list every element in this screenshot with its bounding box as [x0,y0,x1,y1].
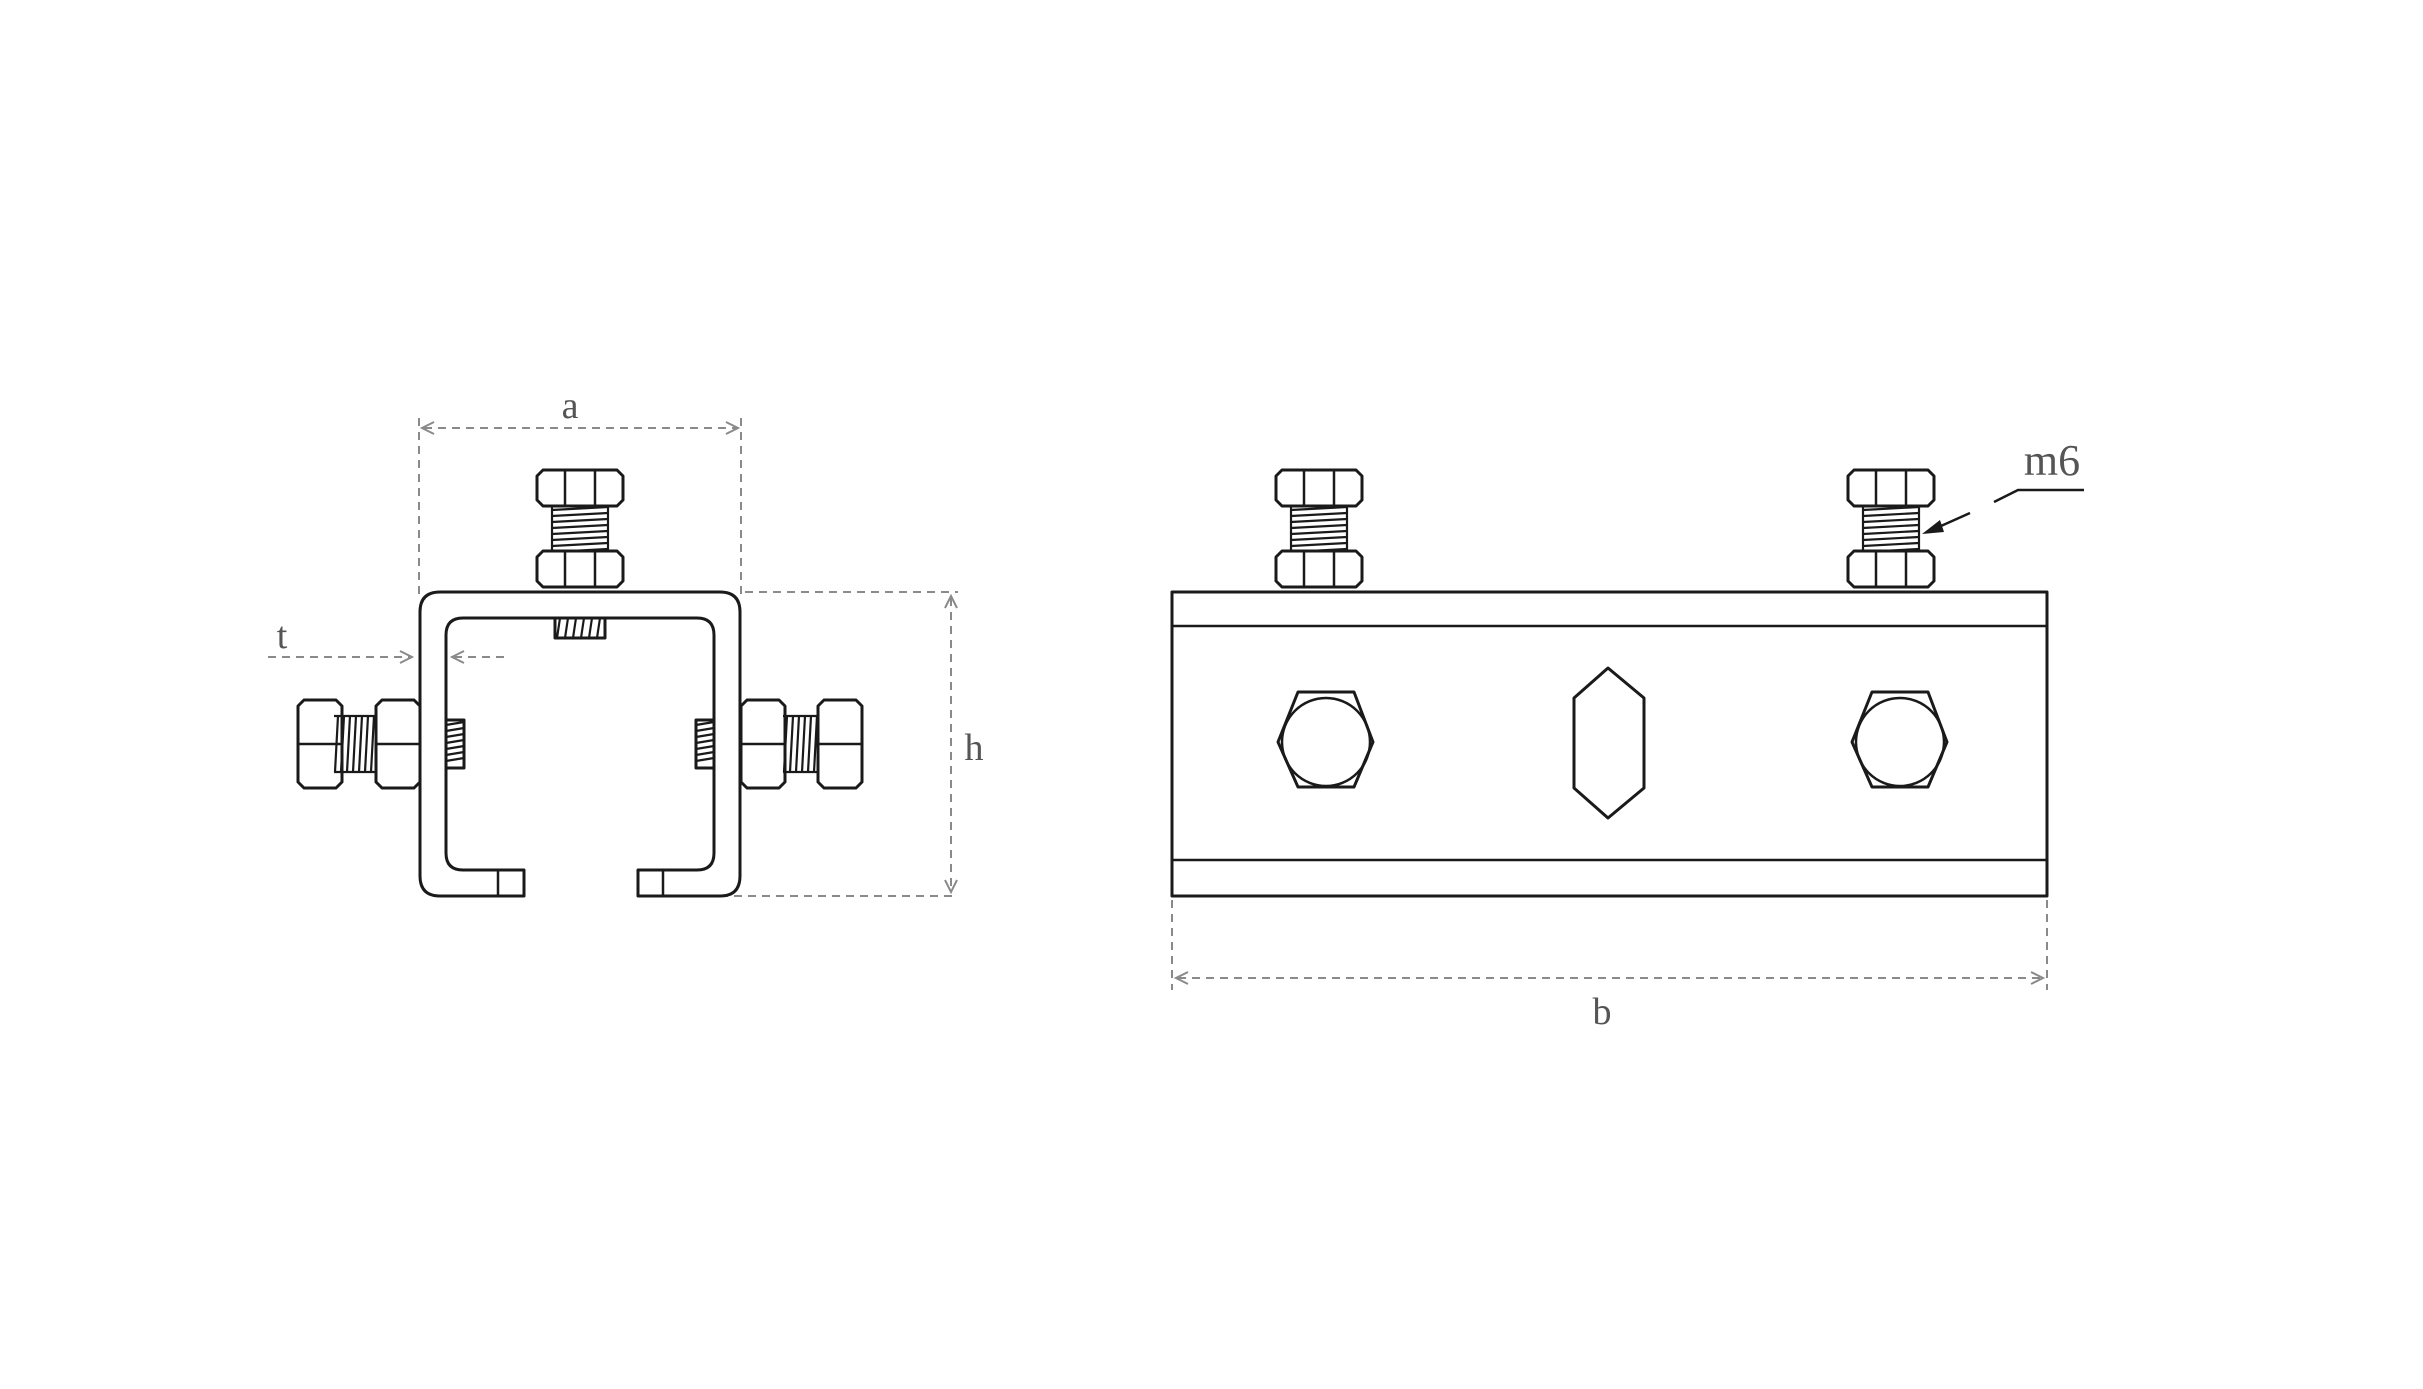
left-bolt [296,698,466,790]
dimension-h: h [720,591,984,897]
right-hex-head [1850,690,1949,789]
side-view: m6 b [1170,436,2084,1033]
side-bolt-right [1846,468,1936,589]
label-b: b [1593,991,1612,1033]
label-thread: m6 [2024,436,2080,485]
right-bolt [694,698,864,790]
top-bolt [535,468,625,640]
dimension-a: a [418,385,742,600]
channel-profile [418,590,742,898]
thread-callout: m6 [1922,436,2084,534]
dimension-t: t [268,615,505,664]
label-a: a [562,385,579,427]
center-slot [1572,666,1646,820]
label-h: h [965,727,984,769]
left-hex-head [1276,690,1375,789]
cross-section-view: a t h [268,385,984,898]
label-t: t [277,615,288,657]
dimension-b: b [1171,900,2048,1033]
side-bolt-left [1274,468,1364,589]
